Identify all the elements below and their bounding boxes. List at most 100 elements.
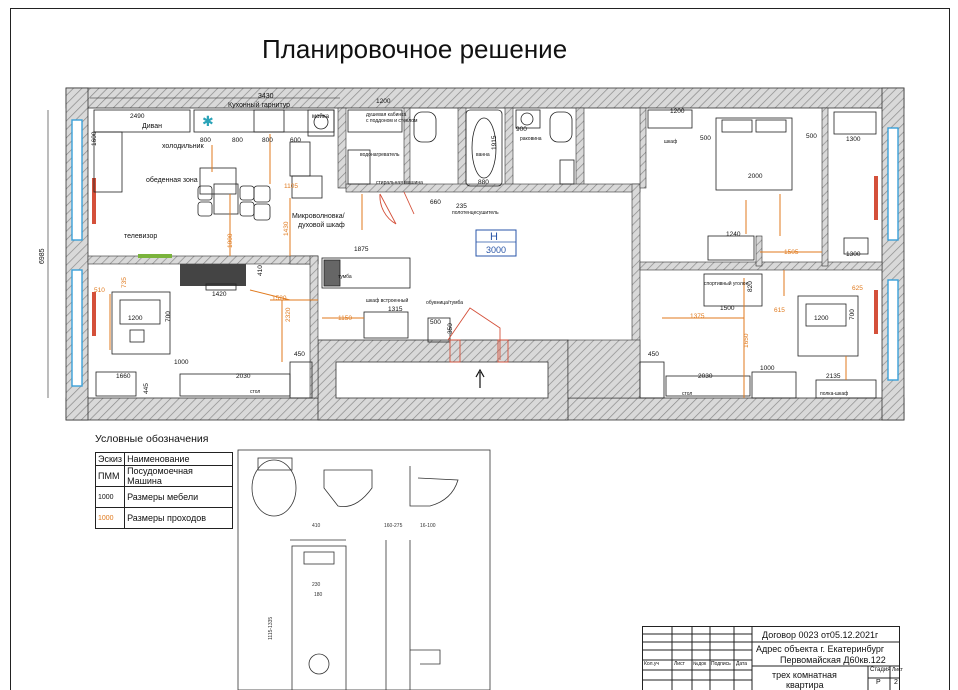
- room-height: 3000: [486, 245, 506, 255]
- stamp-h-col-5: Дата: [736, 661, 748, 667]
- dim-1500: 1500: [720, 305, 735, 312]
- dim-1915: 1915: [491, 135, 498, 150]
- bathroom-fixtures: [347, 109, 575, 343]
- dim-1150: 1150: [338, 315, 352, 322]
- drawing-frame: [10, 8, 950, 690]
- label-tv: телевизор: [124, 233, 157, 240]
- dim-600a: 600: [290, 137, 301, 144]
- radiators: [92, 176, 878, 336]
- dim-235: 235: [456, 203, 467, 210]
- dim-1875: 1875: [354, 246, 369, 253]
- label-shower: душевая кабинка: [366, 112, 406, 118]
- dim-overall-height: 6985: [39, 248, 46, 264]
- label-fridge: холодильник: [162, 143, 205, 150]
- label-desk-left: стол: [250, 389, 260, 395]
- stamp-h-stage: Стадия: [870, 667, 891, 673]
- dim-2320: 2320: [285, 307, 292, 322]
- dim-800a: 800: [200, 137, 211, 144]
- dim-2490: 2490: [130, 113, 145, 120]
- dim-445: 445: [143, 383, 150, 394]
- legend-col-sketch: Эскиз: [94, 452, 126, 466]
- toilet-dim-f: 1115-1335: [268, 617, 274, 640]
- dim-1200a: 1200: [376, 98, 391, 105]
- legend-name-2: Размеры мебели: [124, 486, 233, 508]
- room-letter: Н: [490, 231, 498, 243]
- stamp-sheet: 2: [894, 679, 898, 686]
- dim-700: 700: [849, 309, 856, 320]
- legend-sketch-1: ПММ: [94, 465, 126, 487]
- dim-1300b: 1300: [846, 251, 861, 258]
- dim-1420: 1420: [212, 291, 227, 298]
- label-sport: спортивный уголок: [704, 280, 749, 287]
- label-shoes: обувница/тумба: [426, 300, 463, 306]
- legend-name-1: Посудомоечная Машина: [124, 465, 233, 487]
- dim-1660: 1660: [116, 373, 131, 380]
- dim-660: 660: [430, 199, 441, 206]
- dim-2000: 2000: [748, 173, 763, 180]
- inner-walls: [87, 107, 883, 399]
- dim-900: 900: [516, 126, 527, 133]
- legend-name-3: Размеры проходов: [124, 507, 233, 529]
- label-sofa: Диван: [142, 123, 162, 130]
- dim-615: 615: [774, 307, 785, 314]
- label-towel: полотенцесушитель: [452, 210, 499, 216]
- label-basin: раковина: [520, 136, 542, 142]
- dim-450b: 450: [648, 351, 659, 358]
- toilet-dim-a: 410: [312, 523, 321, 529]
- label-dining: обеденная зона: [146, 176, 198, 184]
- dim-800b: 800: [232, 137, 243, 144]
- dim-overall-width: 3430: [258, 93, 274, 100]
- hall-furniture: [95, 257, 411, 399]
- dim-1240: 1240: [726, 231, 741, 238]
- dim-1650: 1650: [743, 333, 750, 348]
- legend-title: Условные обозначения: [95, 433, 209, 445]
- stamp-project: трех комнатная: [772, 670, 837, 680]
- stamp-stage: Р: [876, 679, 881, 686]
- dim-1200b: 1200: [128, 315, 143, 322]
- dim-1000c: 1000: [227, 233, 234, 248]
- toilet-reference-drawing: [237, 449, 491, 690]
- dim-1520: 1520: [272, 295, 287, 302]
- dim-1375: 1375: [690, 313, 705, 320]
- dim-625: 625: [852, 285, 863, 292]
- toilet-dim-d: 230: [312, 582, 321, 588]
- dim-2135: 2135: [826, 373, 841, 380]
- label-washer: стиральная машина: [376, 180, 423, 186]
- dim-2030: 2030: [236, 373, 251, 380]
- stamp-contract: Договор 0023 от05.12.2021г: [762, 630, 879, 640]
- toilet-dim-e: 180: [314, 592, 323, 598]
- stamp-h-col-2: Лист: [674, 661, 685, 667]
- title-block-text: Договор 0023 от05.12.2021г Адрес объекта…: [642, 626, 903, 690]
- kitchen-furniture: [93, 109, 335, 221]
- legend-table: Эскиз Наименование ПММ Посудомоечная Маш…: [94, 452, 233, 529]
- label-cabinet: шкаф: [664, 139, 677, 145]
- title-block: [642, 626, 900, 690]
- bedroom2-furniture: [639, 273, 877, 399]
- dim-2030b: 2030: [698, 373, 713, 380]
- dim-1300a: 1300: [846, 136, 861, 143]
- dim-510: 510: [94, 287, 105, 294]
- dim-820: 820: [747, 281, 754, 292]
- dim-1200d: 1200: [670, 108, 685, 115]
- dim-735: 735: [121, 277, 128, 288]
- dim-1430: 1430: [283, 221, 290, 236]
- dim-880: 880: [478, 179, 489, 186]
- legend-sketch-2: 1000: [94, 486, 126, 508]
- dim-1105: 1105: [284, 183, 298, 190]
- stamp-project-2: квартира: [786, 680, 824, 690]
- page-title: Планировочное решение: [262, 34, 568, 64]
- toilet-dim-c: 16-100: [420, 523, 436, 529]
- dim-500b: 500: [806, 133, 817, 140]
- stamp-h-col-1: Кол.уч: [644, 661, 659, 667]
- dim-1000b: 1000: [760, 365, 775, 372]
- windows: [71, 119, 899, 387]
- legend-col-name: Наименование: [124, 452, 233, 466]
- label-bed-shelf: полка-шкаф: [820, 391, 848, 397]
- fridge-marker-icon: ✱: [202, 113, 214, 129]
- dimension-lines: [109, 134, 847, 398]
- legend-sketch-3: 1000: [94, 507, 126, 529]
- kitchen-tv-table: [138, 254, 246, 291]
- stamp-address-1: Адрес объекта г. Екатеринбург: [756, 644, 885, 654]
- dim-700b: 700: [165, 311, 172, 322]
